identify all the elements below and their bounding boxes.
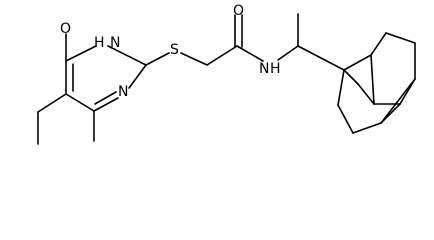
thioacetamide-chain	[145, 13, 345, 71]
adamantane-cage	[337, 32, 416, 134]
bond-c6-n1-inner	[94, 91, 117, 105]
label-amide-n: N	[259, 61, 269, 77]
bond-n3-c4	[65, 45, 97, 62]
bond-c2-s	[145, 52, 170, 66]
bond-nh-ch	[277, 45, 299, 61]
bond-s-ch2	[180, 52, 208, 66]
bond-c5-c6	[65, 93, 95, 112]
ring-substituents	[37, 93, 95, 145]
pyrimidinone-ring	[65, 33, 147, 112]
chemical-structure-diagram: O H N N S O N H	[37, 3, 416, 145]
label-ring-n: N	[118, 84, 128, 100]
atom-labels: O H N N S O N H	[60, 3, 281, 100]
bond-c2-n3	[107, 45, 147, 66]
bond-ch2-co	[206, 45, 238, 66]
bond-co-nh	[236, 45, 264, 62]
label-amide-o: O	[233, 3, 244, 19]
label-ring-nh-n: N	[110, 35, 120, 51]
label-thioether-s: S	[170, 42, 179, 58]
bond-ethyl-1	[37, 93, 67, 113]
label-ring-carbonyl-o: O	[60, 21, 71, 37]
label-ring-nh-h: H	[94, 35, 105, 51]
bond-ch-adamantyl	[297, 45, 345, 71]
bond-c6-n1	[93, 97, 119, 112]
label-amide-h: H	[270, 61, 281, 77]
bond-n1-c2	[128, 64, 147, 89]
